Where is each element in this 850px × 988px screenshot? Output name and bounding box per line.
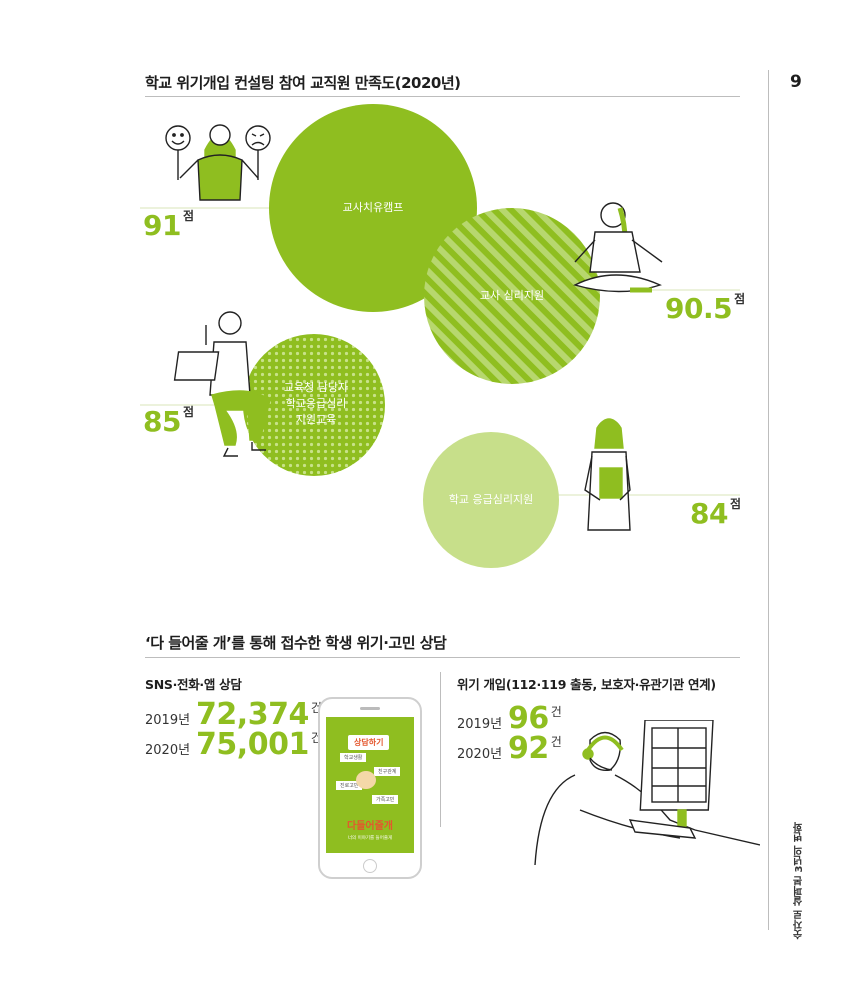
woman-holding-book-illustration: [584, 418, 631, 531]
bubble-label-psych-support: 교사 심리지원: [479, 289, 545, 303]
screen-sign-item: 진로고민: [336, 781, 363, 790]
consultation-underline: [145, 657, 740, 658]
bubble-label-line: 학교응급심리: [285, 397, 347, 411]
sns-unit: 건: [310, 731, 322, 745]
bubble-teacher-psych-support: [424, 208, 600, 384]
crisis-unit: 건: [550, 735, 562, 749]
score-value: 91: [143, 209, 181, 242]
phone-screen: 상담하기 학교생활 친구관계 진로고민 가족고민 다들어줄개 너의 이야기를 들…: [326, 717, 414, 853]
bubble-label-official-training: 교육청 담당자 학교응급심리 지원교육: [284, 380, 348, 428]
crisis-year: 2020년: [457, 747, 503, 762]
page-number: 9: [790, 72, 802, 92]
phone-home-button: [363, 859, 377, 873]
crisis-year: 2019년: [457, 717, 503, 732]
crisis-heading: 위기 개입(112·119 출동, 보호자·유관기관 연계): [457, 677, 716, 692]
score-value: 84: [690, 497, 728, 530]
screen-caption: 너의 이야기를 들어줄게: [347, 836, 393, 841]
bubble-school-emergency-support: [423, 432, 559, 568]
bubble-official-training: [243, 334, 385, 476]
sns-year: 2020년: [145, 743, 191, 758]
crisis-value: 92: [508, 731, 549, 766]
column-divider: [440, 672, 441, 827]
woman-with-signs-illustration: [165, 124, 271, 201]
score-unit: 점: [182, 405, 194, 419]
screen-app-name: 다들어줄개: [347, 821, 393, 832]
sns-heading: SNS·전화·앱 상담: [145, 677, 242, 692]
sns-unit: 건: [310, 701, 322, 715]
satisfaction-bubbles: [140, 104, 740, 568]
sidebar-running-title: 숫자로 살펴본 3년의 변화: [794, 822, 805, 940]
bubble-teacher-healing-camp: [269, 104, 477, 312]
screen-sign-item: 친구관계: [374, 767, 401, 776]
screen-sign-item: 가족고민: [372, 795, 399, 804]
title-underline: [145, 96, 740, 97]
score-unit: 점: [734, 292, 745, 306]
screen-sign-top: 상담하기: [348, 735, 390, 750]
score-unit: 점: [729, 497, 741, 511]
bubble-label-healing-camp: 교사치유캠프: [342, 201, 404, 215]
crisis-unit: 건: [550, 705, 562, 719]
bubble-label-school-emergency: 학교 응급심리지원: [448, 493, 534, 507]
consultation-title: ‘다 들어줄 개’를 통해 접수한 학생 위기·고민 상담: [145, 634, 447, 652]
phone-speaker: [360, 707, 380, 710]
sns-value: 72,374: [196, 697, 309, 732]
bubble-label-line: 지원교육: [295, 412, 337, 426]
bubble-label-line: 교육청 담당자: [283, 381, 349, 395]
score-value: 85: [143, 405, 181, 438]
smartphone-illustration: 상담하기 학교생활 친구관계 진로고민 가족고민 다들어줄개 너의 이야기를 들…: [318, 697, 422, 879]
crisis-value: 96: [508, 701, 549, 736]
sns-year: 2019년: [145, 713, 191, 728]
satisfaction-title: 학교 위기개입 컨설팅 참여 교직원 만족도(2020년): [145, 74, 461, 92]
score-unit: 점: [182, 209, 194, 223]
screen-sign-item: 학교생활: [340, 753, 367, 762]
sns-value: 75,001: [196, 727, 309, 762]
meditating-woman-illustration: [573, 202, 663, 293]
score-value: 90.5: [665, 292, 733, 325]
man-with-laptop-illustration: [173, 311, 271, 457]
sidebar-divider: [768, 70, 769, 930]
counselor-at-computer-illustration: [534, 720, 760, 865]
dog-mascot-icon: [356, 771, 376, 789]
